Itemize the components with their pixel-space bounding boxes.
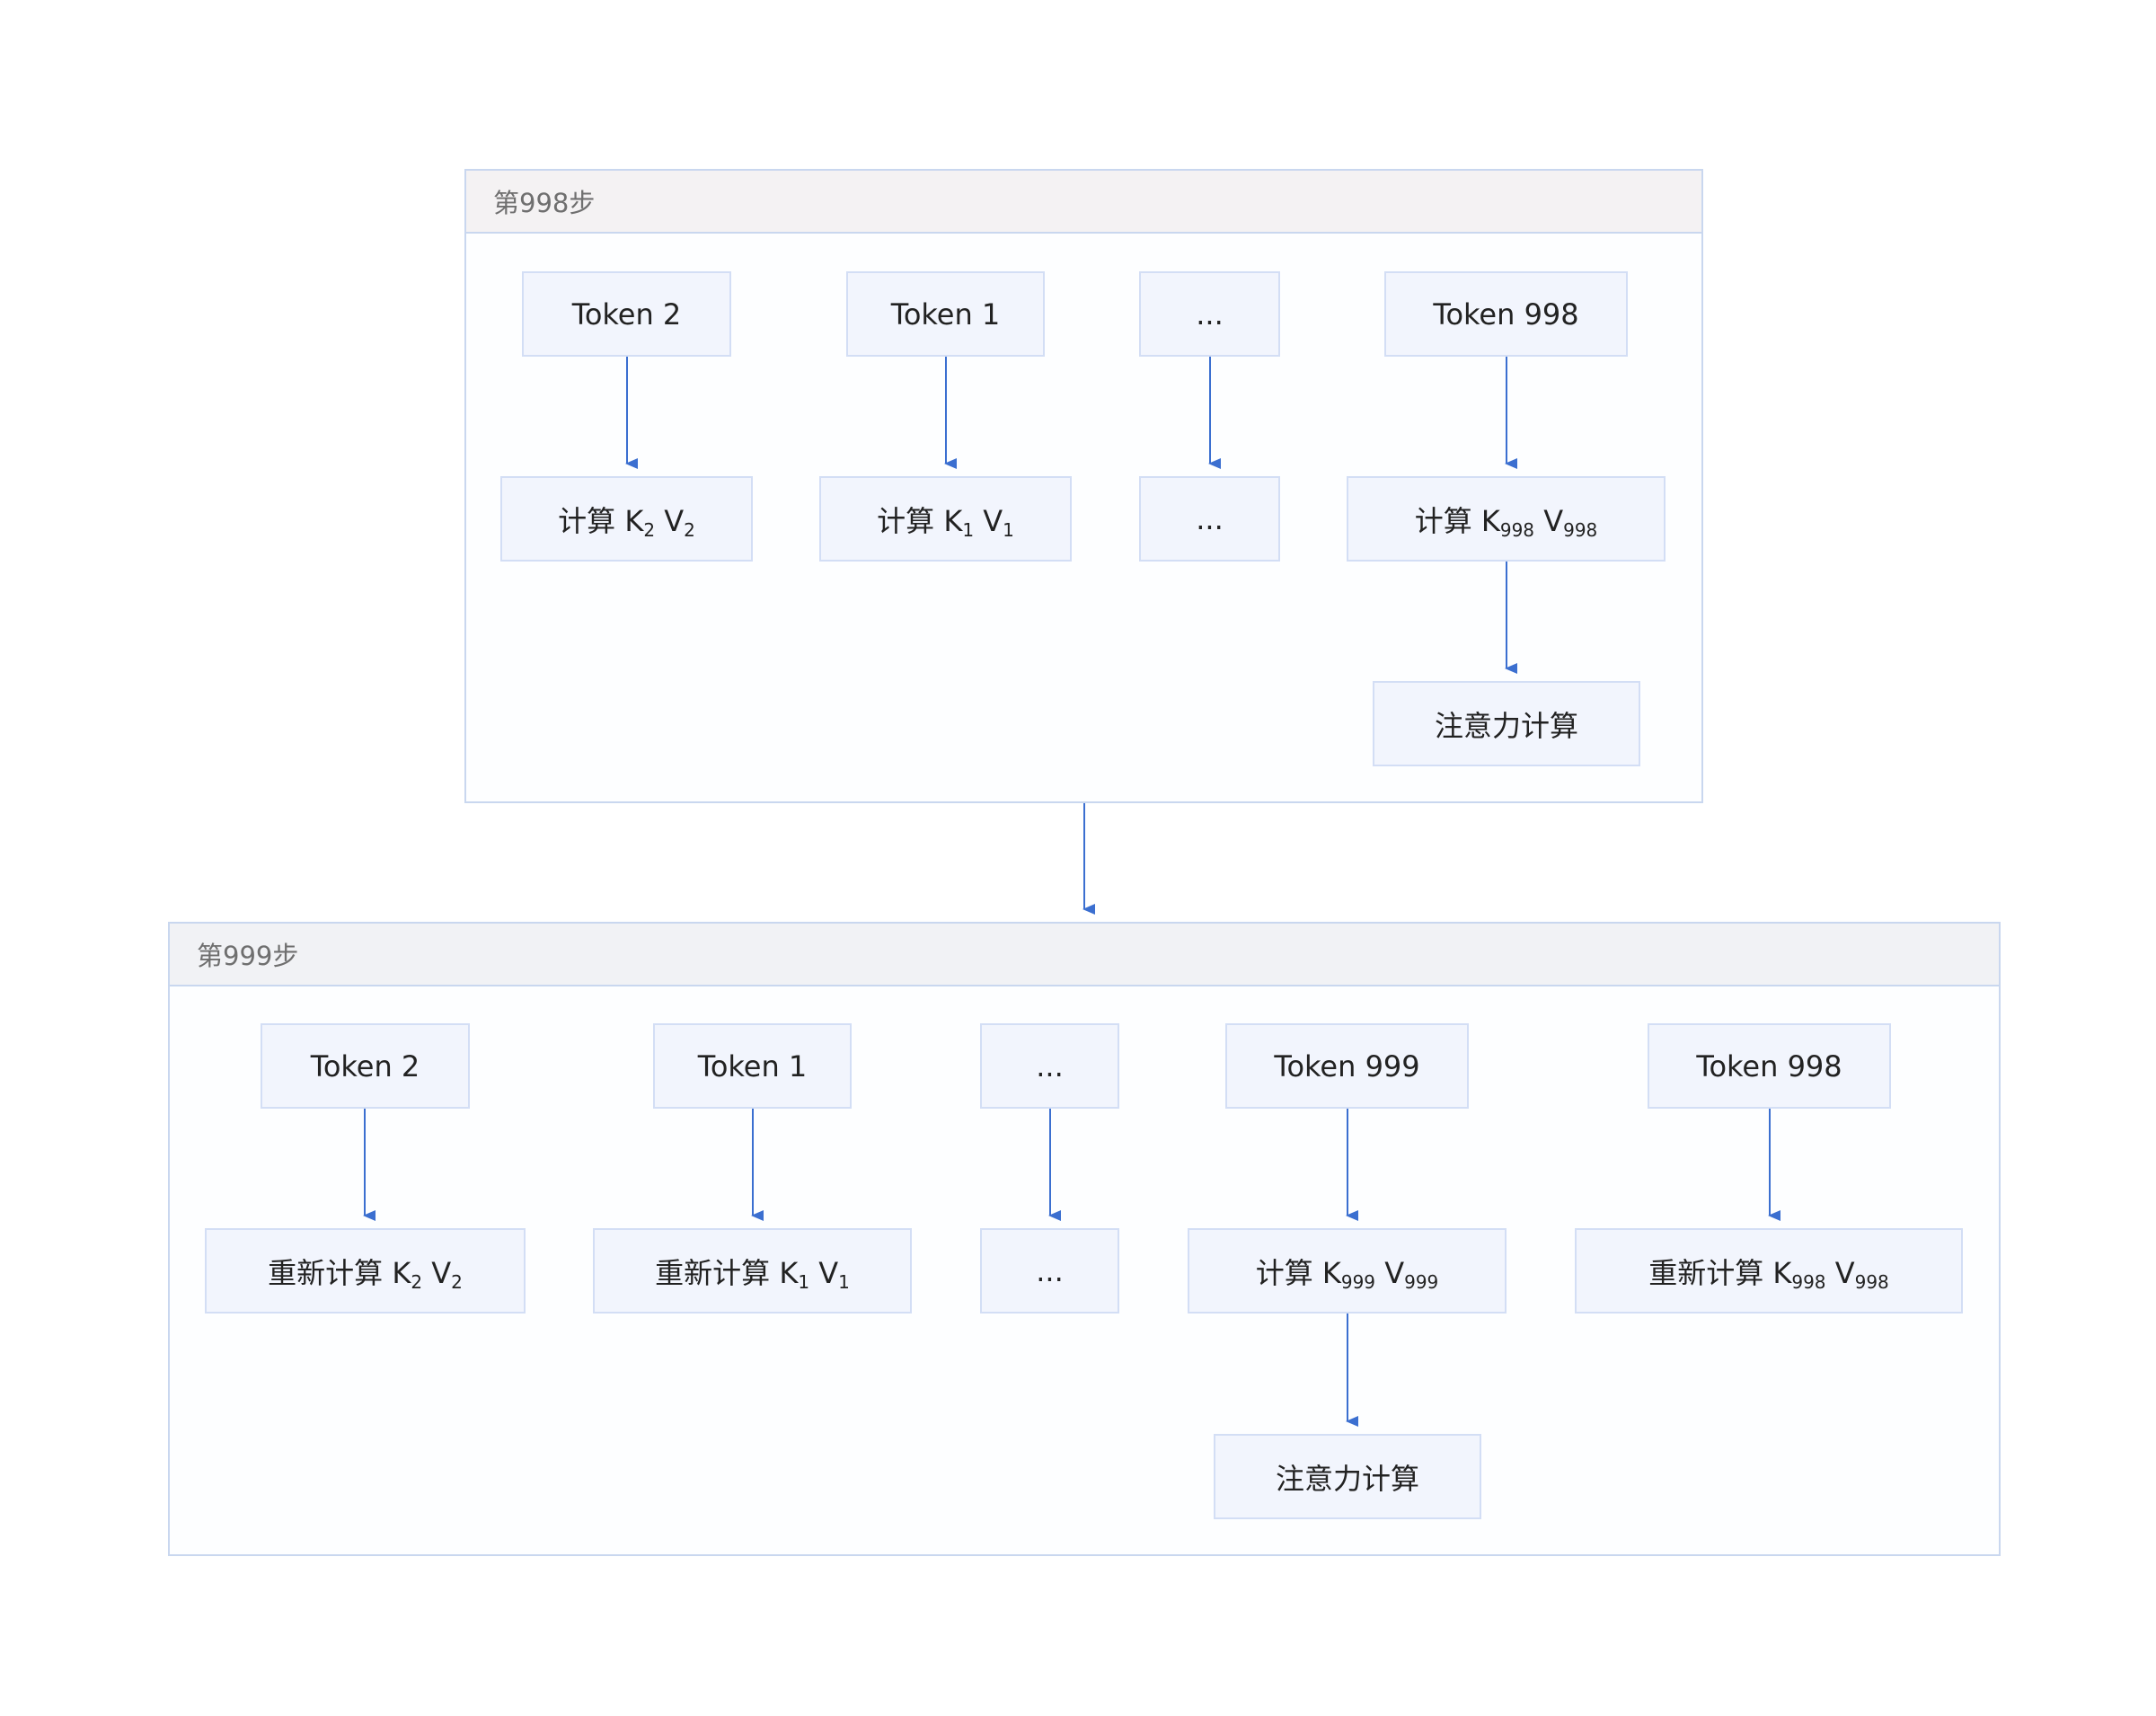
s999-ellipsis-bottom-node: ... bbox=[980, 1228, 1119, 1314]
s998-calc-k2-v2-node: 计算 K2 V2 bbox=[500, 476, 753, 562]
s999-token-1-node: Token 1 bbox=[653, 1023, 852, 1109]
s999-attention-node: 注意力计算 bbox=[1214, 1434, 1481, 1519]
s999-calc-k999-v999-node: 计算 K999 V999 bbox=[1188, 1228, 1507, 1314]
s998-calc-k998-v998-label: 计算 K998 V998 bbox=[1414, 503, 1598, 541]
s999-token-998-node: Token 998 bbox=[1648, 1023, 1891, 1109]
s999-recalc-k998-v998-label: 重新计算 K998 V998 bbox=[1648, 1255, 1889, 1293]
s999-attention-label: 注意力计算 bbox=[1275, 1461, 1419, 1496]
s998-calc-k2-v2-label: 计算 K2 V2 bbox=[558, 503, 695, 541]
s998-token-998-label: Token 998 bbox=[1433, 296, 1579, 332]
s999-token-999-node: Token 999 bbox=[1225, 1023, 1469, 1109]
s998-token-2-label: Token 2 bbox=[571, 296, 682, 332]
s999-recalc-k1-v1-label: 重新计算 K1 V1 bbox=[655, 1255, 850, 1293]
s999-recalc-k2-v2-label: 重新计算 K2 V2 bbox=[268, 1255, 463, 1293]
s999-recalc-k2-v2-node: 重新计算 K2 V2 bbox=[205, 1228, 526, 1314]
step-999-title: 第999步 bbox=[170, 924, 1999, 986]
s998-token-2-node: Token 2 bbox=[522, 271, 731, 357]
s998-token-1-node: Token 1 bbox=[846, 271, 1045, 357]
s998-ellipsis-bottom-node: ... bbox=[1139, 476, 1280, 562]
s998-ellipsis-top-label: ... bbox=[1196, 296, 1224, 332]
s999-recalc-k1-v1-node: 重新计算 K1 V1 bbox=[593, 1228, 912, 1314]
s999-token-2-node: Token 2 bbox=[261, 1023, 470, 1109]
s999-token-998-label: Token 998 bbox=[1696, 1048, 1842, 1084]
s998-calc-k1-v1-node: 计算 K1 V1 bbox=[819, 476, 1072, 562]
s998-ellipsis-top-node: ... bbox=[1139, 271, 1280, 357]
s999-ellipsis-top-node: ... bbox=[980, 1023, 1119, 1109]
s998-calc-k1-v1-label: 计算 K1 V1 bbox=[877, 503, 1014, 541]
step-998-title: 第998步 bbox=[466, 171, 1701, 234]
s999-ellipsis-bottom-label: ... bbox=[1036, 1253, 1064, 1288]
s998-calc-k998-v998-node: 计算 K998 V998 bbox=[1347, 476, 1666, 562]
s999-calc-k999-v999-label: 计算 K999 V999 bbox=[1255, 1255, 1439, 1293]
s999-recalc-k998-v998-node: 重新计算 K998 V998 bbox=[1575, 1228, 1963, 1314]
s998-ellipsis-bottom-label: ... bbox=[1196, 501, 1224, 536]
s998-attention-node: 注意力计算 bbox=[1373, 681, 1640, 766]
s998-attention-label: 注意力计算 bbox=[1434, 708, 1578, 743]
s998-token-998-node: Token 998 bbox=[1384, 271, 1628, 357]
s999-token-1-label: Token 1 bbox=[697, 1048, 808, 1084]
s999-token-999-label: Token 999 bbox=[1274, 1048, 1420, 1084]
s999-ellipsis-top-label: ... bbox=[1036, 1048, 1064, 1084]
s999-token-2-label: Token 2 bbox=[310, 1048, 420, 1084]
s998-token-1-label: Token 1 bbox=[890, 296, 1001, 332]
